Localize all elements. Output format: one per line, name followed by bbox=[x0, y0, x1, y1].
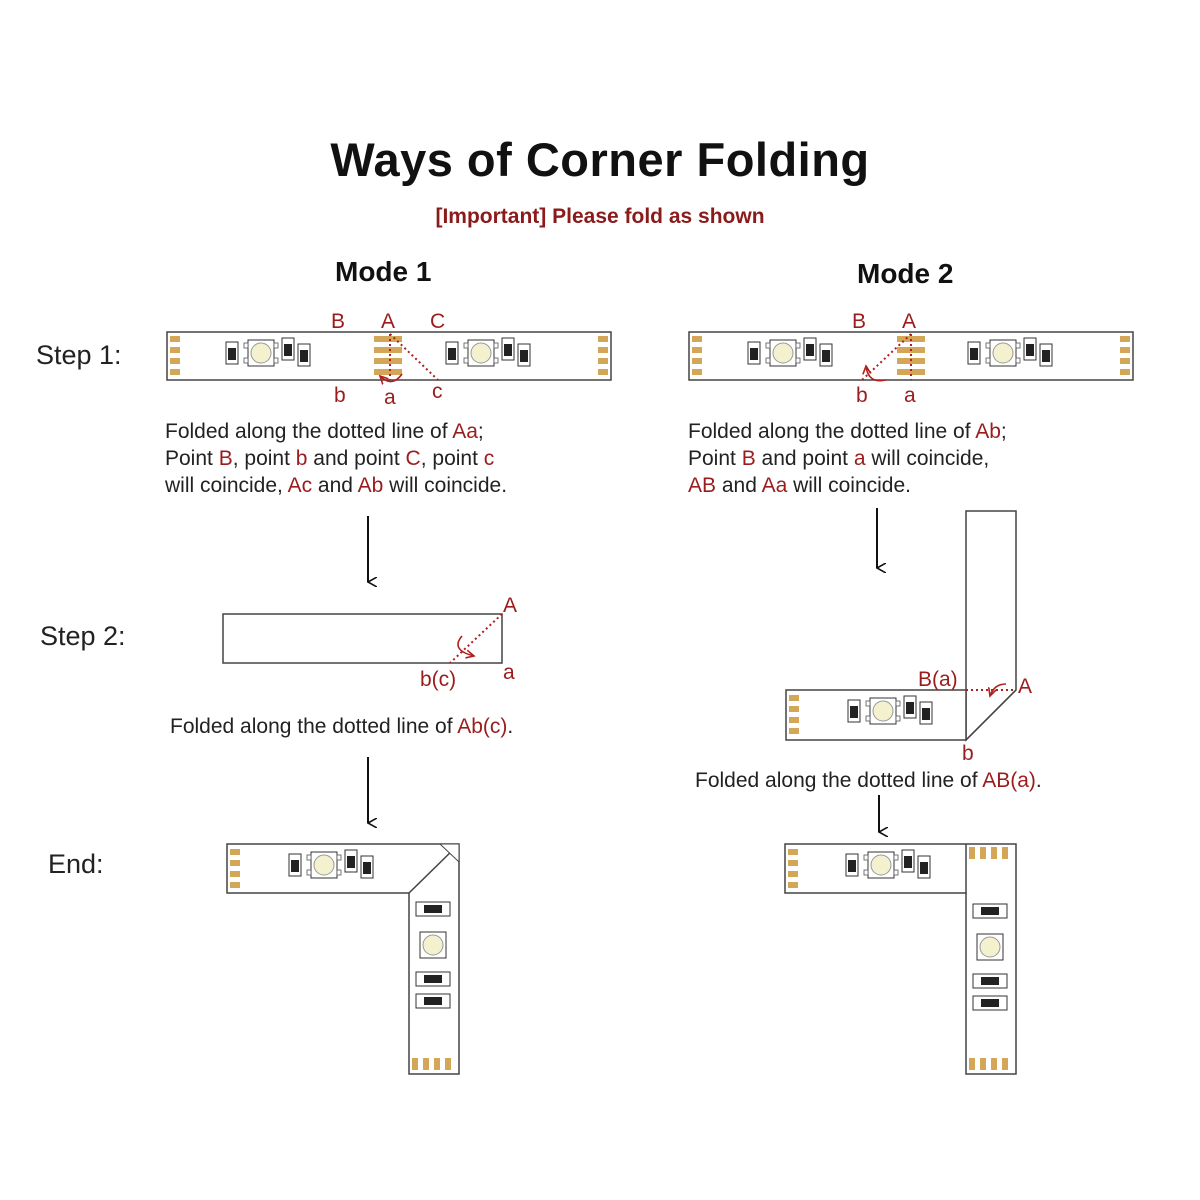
point-a-label: a bbox=[384, 386, 396, 409]
description-text: , point bbox=[420, 447, 484, 470]
point-reference: b bbox=[295, 447, 308, 470]
description-text: and bbox=[716, 474, 762, 497]
mode-2-end-strip bbox=[784, 843, 1017, 1075]
point-A-label: A bbox=[1018, 675, 1032, 698]
description-line: Point B, point b and point C, point c bbox=[165, 445, 507, 472]
description-text: and point bbox=[307, 447, 406, 470]
point-reference: Ac bbox=[287, 474, 313, 497]
point-C-label: C bbox=[430, 310, 445, 333]
description-text: , point bbox=[232, 447, 296, 470]
mode-1-end-strip bbox=[226, 843, 460, 1075]
point-reference: AB(a) bbox=[982, 769, 1036, 792]
description-text: will coincide, bbox=[865, 447, 990, 470]
diagram-title: Ways of Corner Folding bbox=[330, 133, 870, 186]
point-reference: c bbox=[483, 447, 495, 470]
mode-1-heading: Mode 1 bbox=[335, 256, 432, 287]
point-reference: Ab(c) bbox=[457, 715, 508, 738]
description-line: Folded along the dotted line of Aa; bbox=[165, 418, 507, 445]
point-reference: a bbox=[853, 447, 866, 470]
point-reference: B bbox=[218, 447, 233, 470]
description-text: will coincide, bbox=[165, 474, 288, 497]
description-text: Folded along the dotted line of bbox=[165, 420, 453, 443]
description-text: will coincide. bbox=[787, 474, 911, 497]
description-line: Folded along the dotted line of Ab; bbox=[688, 418, 1007, 445]
point-B-label: B bbox=[331, 310, 345, 333]
point-reference: Ab bbox=[975, 420, 1001, 443]
description-text: Folded along the dotted line of bbox=[695, 769, 983, 792]
step-2-label: Step 2: bbox=[40, 621, 126, 651]
point-reference: Aa bbox=[452, 420, 478, 443]
mode-2-step-1-description: Folded along the dotted line of Ab; Poin… bbox=[688, 418, 1007, 499]
description-text: ; bbox=[477, 420, 484, 443]
point-Ba-label: B(a) bbox=[918, 668, 958, 691]
point-a-label: a bbox=[503, 661, 515, 684]
description-text: Folded along the dotted line of bbox=[688, 420, 976, 443]
mode-2-step-2-strip bbox=[785, 510, 1017, 742]
description-line: will coincide, Ac and Ab will coincide. bbox=[165, 472, 507, 499]
point-reference: Ab bbox=[357, 474, 384, 497]
description-text: ; bbox=[1000, 420, 1007, 443]
step-1-label: Step 1: bbox=[36, 340, 122, 370]
mode-2-step-1-strip bbox=[688, 331, 1134, 382]
mode-1-step-2-strip bbox=[222, 613, 503, 664]
point-b-label: b bbox=[962, 742, 974, 765]
description-line: Folded along the dotted line of AB(a). bbox=[695, 767, 1042, 794]
mode-2-step-2-description: Folded along the dotted line of AB(a). bbox=[695, 767, 1042, 794]
point-reference: B bbox=[741, 447, 756, 470]
point-b-label: b bbox=[334, 384, 346, 407]
description-line: AB and Aa will coincide. bbox=[688, 472, 1007, 499]
point-A-label: A bbox=[902, 310, 916, 333]
point-reference: Aa bbox=[761, 474, 788, 497]
point-A-label: A bbox=[381, 310, 395, 333]
description-line: Folded along the dotted line of Ab(c). bbox=[170, 713, 513, 740]
description-text: Folded along the dotted line of bbox=[170, 715, 458, 738]
description-text: Point bbox=[688, 447, 742, 470]
point-bc-label: b(c) bbox=[420, 668, 456, 691]
point-reference: AB bbox=[688, 474, 717, 497]
description-line: Point B and point a will coincide, bbox=[688, 445, 1007, 472]
point-b-label: b bbox=[856, 384, 868, 407]
description-text: and bbox=[312, 474, 358, 497]
point-c-label: c bbox=[432, 380, 443, 403]
description-text: Point bbox=[165, 447, 219, 470]
point-a-label: a bbox=[904, 384, 916, 407]
point-B-label: B bbox=[852, 310, 866, 333]
end-label: End: bbox=[48, 849, 104, 879]
description-text: . bbox=[507, 715, 514, 738]
mode-1-step-2-description: Folded along the dotted line of Ab(c). bbox=[170, 713, 513, 740]
point-A-label: A bbox=[503, 594, 517, 617]
point-reference: C bbox=[405, 447, 421, 470]
important-note: [Important] Please fold as shown bbox=[435, 205, 765, 228]
mode-1-step-1-description: Folded along the dotted line of Aa; Poin… bbox=[165, 418, 507, 499]
description-text: will coincide. bbox=[383, 474, 508, 497]
description-text: . bbox=[1035, 769, 1042, 792]
mode-1-step-1-strip bbox=[166, 331, 612, 382]
description-text: and point bbox=[755, 447, 854, 470]
mode-2-heading: Mode 2 bbox=[857, 258, 954, 289]
